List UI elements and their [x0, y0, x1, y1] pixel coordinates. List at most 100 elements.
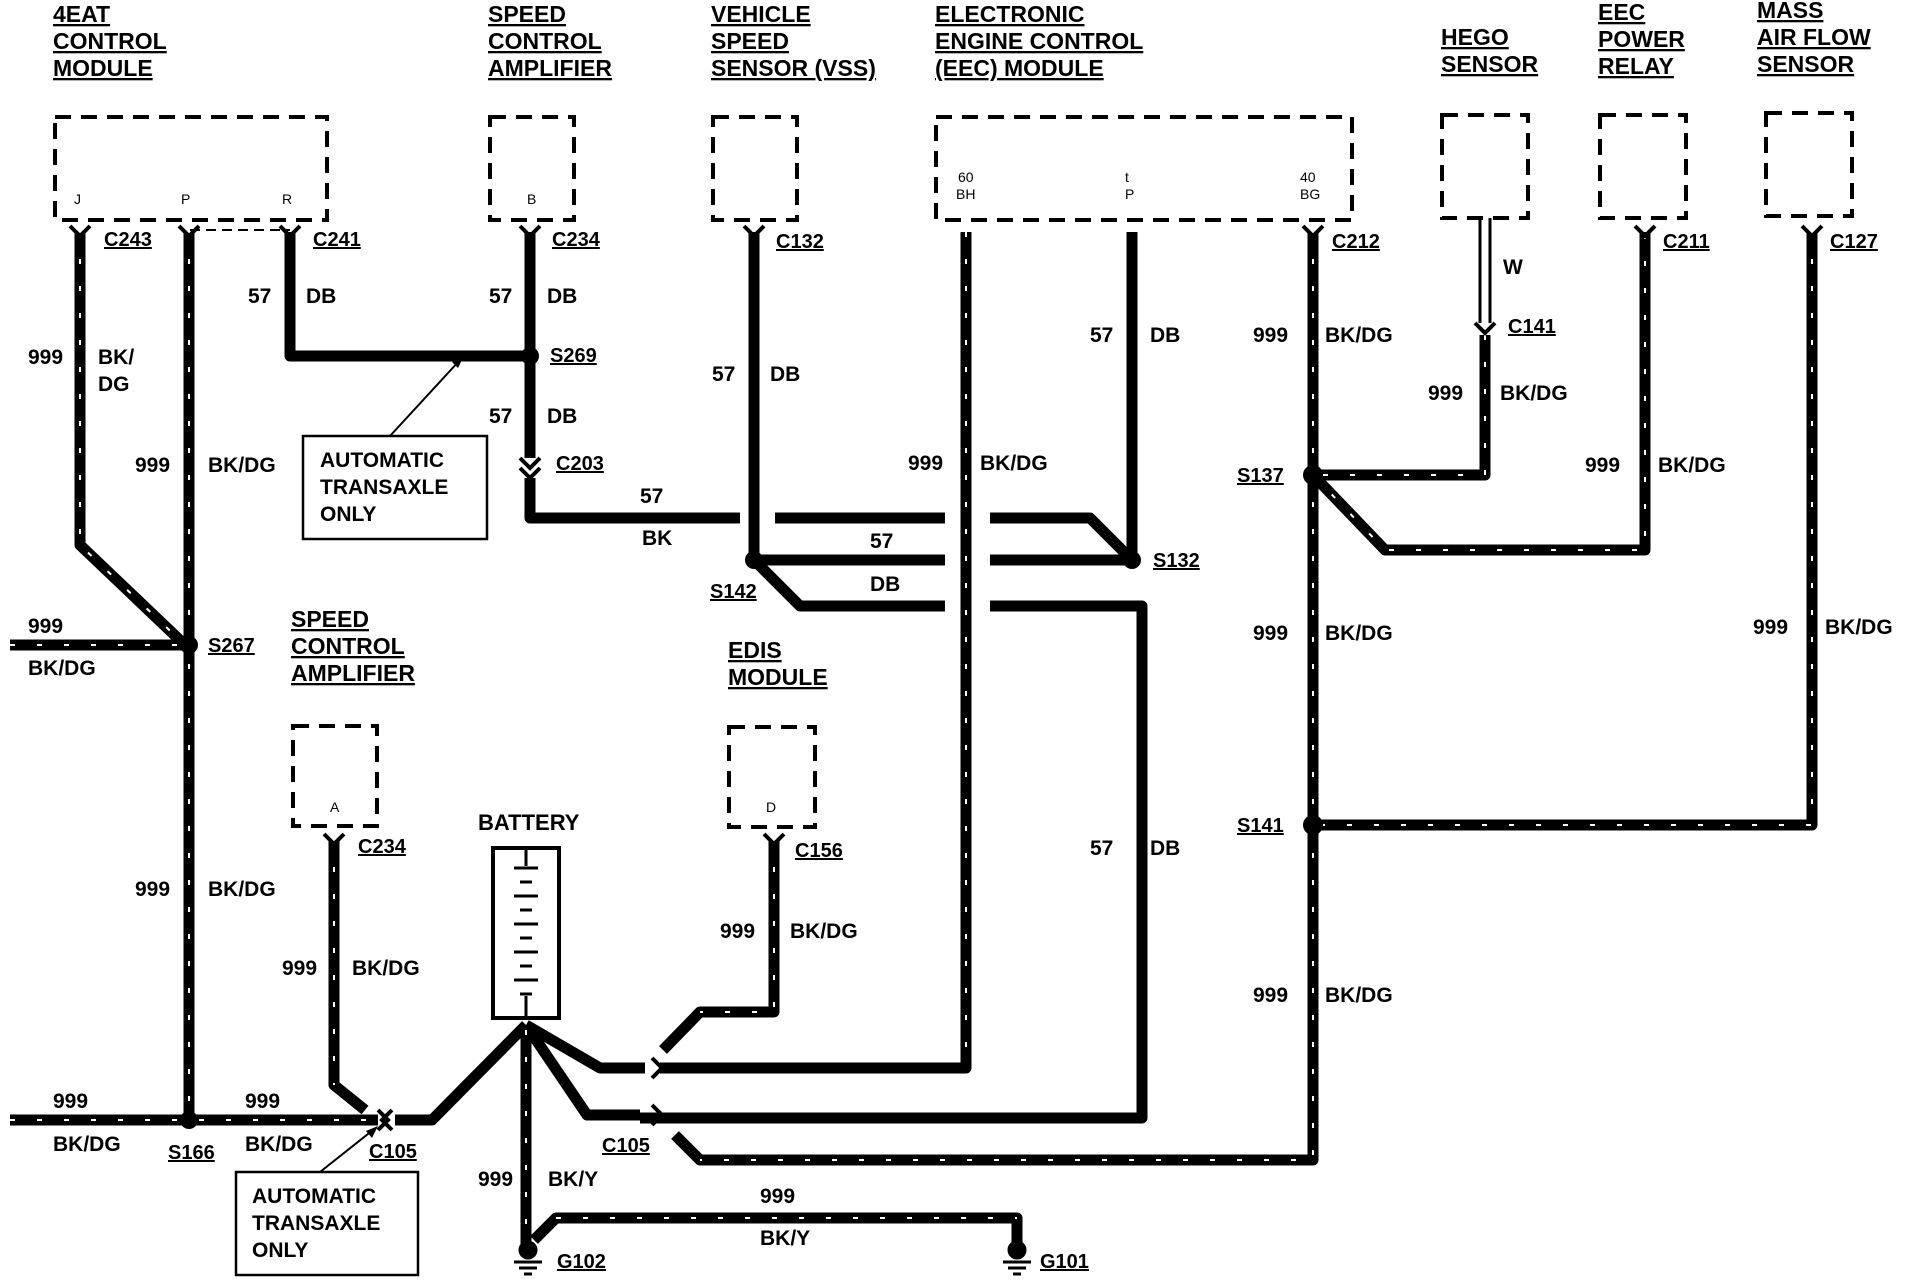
pin-r: R [282, 191, 292, 207]
connector-labels: C243 C241 C234 C132 C212 C141 C211 C127 … [104, 229, 1878, 1163]
color-bkdg: BK/DG [1325, 984, 1393, 1007]
note-top-line-2: TRANSAXLE [320, 476, 448, 499]
circuit-57: 57 [248, 285, 271, 308]
eec-title-1: ELECTRONIC [935, 1, 1085, 27]
edis-title-2: MODULE [728, 664, 828, 690]
hego-title-1: HEGO [1441, 24, 1509, 50]
color-db: DB [870, 573, 900, 596]
color-bkdg: BK/DG [1500, 382, 1568, 405]
circuit-999: 999 [53, 1090, 88, 1113]
connector-c234-top: C234 [552, 229, 601, 251]
amp-bottom-title-2: CONTROL [291, 633, 405, 659]
splice-s141: S141 [1237, 815, 1284, 837]
note-top-line-1: AUTOMATIC [320, 449, 444, 472]
eat-module-title-1: 4EAT [53, 1, 110, 27]
pin-60-sub: BH [956, 186, 975, 202]
connector-c141: C141 [1508, 316, 1556, 338]
ground-labels: G102 G101 [557, 1251, 1089, 1273]
eec-power-relay: EEC POWER RELAY [1598, 0, 1688, 220]
pin-40-sub: BG [1300, 186, 1320, 202]
circuit-999: 999 [245, 1090, 280, 1113]
connector-c105-left: C105 [369, 1141, 417, 1163]
vehicle-speed-sensor: VEHICLE SPEED SENSOR (VSS) [711, 1, 876, 222]
color-db: DB [547, 285, 577, 308]
pin-t-sub: P [1125, 186, 1134, 202]
relay-title-1: EEC [1598, 0, 1645, 25]
note-bottom-line-3: ONLY [252, 1239, 308, 1262]
circuit-999: 999 [1253, 324, 1288, 347]
vss-title-2: SPEED [711, 28, 789, 54]
relay-title-2: POWER [1598, 26, 1685, 52]
amp-bottom-title-1: SPEED [291, 606, 369, 632]
battery: BATTERY [478, 810, 580, 1020]
circuit-999: 999 [720, 920, 755, 943]
splice-labels: S269 S267 S142 S132 S137 S141 S166 [168, 345, 1284, 1164]
circuit-57: 57 [1090, 324, 1113, 347]
connector-c211: C211 [1663, 231, 1710, 253]
circuit-999: 999 [135, 454, 170, 477]
connector-c127: C127 [1830, 231, 1878, 253]
note-top-line-3: ONLY [320, 503, 376, 526]
color-bkdg: BK/DG [208, 878, 276, 901]
circuit-999: 999 [28, 346, 63, 369]
circuit-999: 999 [1253, 984, 1288, 1007]
amp-top-title-2: CONTROL [488, 28, 602, 54]
eat-module-title-3: MODULE [53, 55, 153, 81]
wires [10, 218, 1818, 1248]
circuit-57: 57 [489, 405, 512, 428]
pin-t: t [1125, 169, 1129, 185]
circuit-999: 999 [908, 452, 943, 475]
splice-s267: S267 [208, 635, 255, 657]
color-bkdg: BK/DG [1325, 324, 1393, 347]
pin-60: 60 [958, 169, 974, 185]
splice-s269: S269 [550, 345, 597, 367]
color-bkdg: BK/DG [28, 657, 96, 680]
color-bkdg: BK/DG [790, 920, 858, 943]
amp-top-title-3: AMPLIFIER [488, 55, 612, 81]
eat-module-title-2: CONTROL [53, 28, 167, 54]
color-bkdg-a: BK/ [98, 346, 134, 369]
color-bkdg: BK/DG [1825, 616, 1893, 639]
connector-c212: C212 [1332, 231, 1380, 253]
eec-module: ELECTRONIC ENGINE CONTROL (EEC) MODULE 6… [934, 1, 1354, 222]
color-w: W [1503, 256, 1523, 279]
note-bottom-line-1: AUTOMATIC [252, 1185, 376, 1208]
circuit-999: 999 [760, 1185, 795, 1208]
color-bkdg: BK/DG [352, 957, 420, 980]
ground-g101: G101 [1040, 1251, 1089, 1273]
circuit-57: 57 [1090, 837, 1113, 860]
color-bkdg: BK/DG [208, 454, 276, 477]
note-automatic-bottom: AUTOMATIC TRANSAXLE ONLY [234, 1126, 420, 1277]
circuit-57: 57 [712, 363, 735, 386]
color-db: DB [306, 285, 336, 308]
speed-control-amplifier-bottom: SPEED CONTROL AMPLIFIER A [291, 606, 415, 828]
connector-c234-bottom: C234 [358, 836, 407, 858]
connector-c243: C243 [104, 229, 152, 251]
eec-title-3: (EEC) MODULE [935, 55, 1104, 81]
vss-title-1: VEHICLE [711, 1, 811, 27]
connector-marks [68, 224, 1824, 1132]
maf-title-1: MASS [1757, 0, 1823, 23]
circuit-labels: 999 BK/ DG 999 BK/DG 57 DB 57 DB 57 DB 5… [28, 256, 1893, 1250]
pin-40: 40 [1300, 169, 1316, 185]
splice-s166: S166 [168, 1142, 215, 1164]
color-bkdg: BK/DG [1325, 622, 1393, 645]
splice-s137: S137 [1237, 465, 1284, 487]
connector-c105-right: C105 [602, 1135, 650, 1157]
speed-control-amplifier-top: SPEED CONTROL AMPLIFIER B [488, 1, 612, 222]
mass-air-flow-sensor: MASS AIR FLOW SENSOR [1757, 0, 1871, 218]
eec-title-2: ENGINE CONTROL [935, 28, 1143, 54]
color-bkdg: BK/DG [53, 1133, 121, 1156]
color-bkdg: BK/DG [1658, 454, 1726, 477]
color-db: DB [547, 405, 577, 428]
pin-d: D [766, 799, 776, 815]
circuit-999: 999 [135, 878, 170, 901]
connector-c241: C241 [313, 229, 361, 251]
connector-c132: C132 [776, 231, 824, 253]
amp-bottom-title-3: AMPLIFIER [291, 660, 415, 686]
connector-c203: C203 [556, 453, 604, 475]
pin-p: P [181, 191, 190, 207]
relay-title-3: RELAY [1598, 53, 1674, 79]
eat-control-module: 4EAT CONTROL MODULE J P R [53, 1, 329, 222]
splice-s142: S142 [710, 581, 757, 603]
